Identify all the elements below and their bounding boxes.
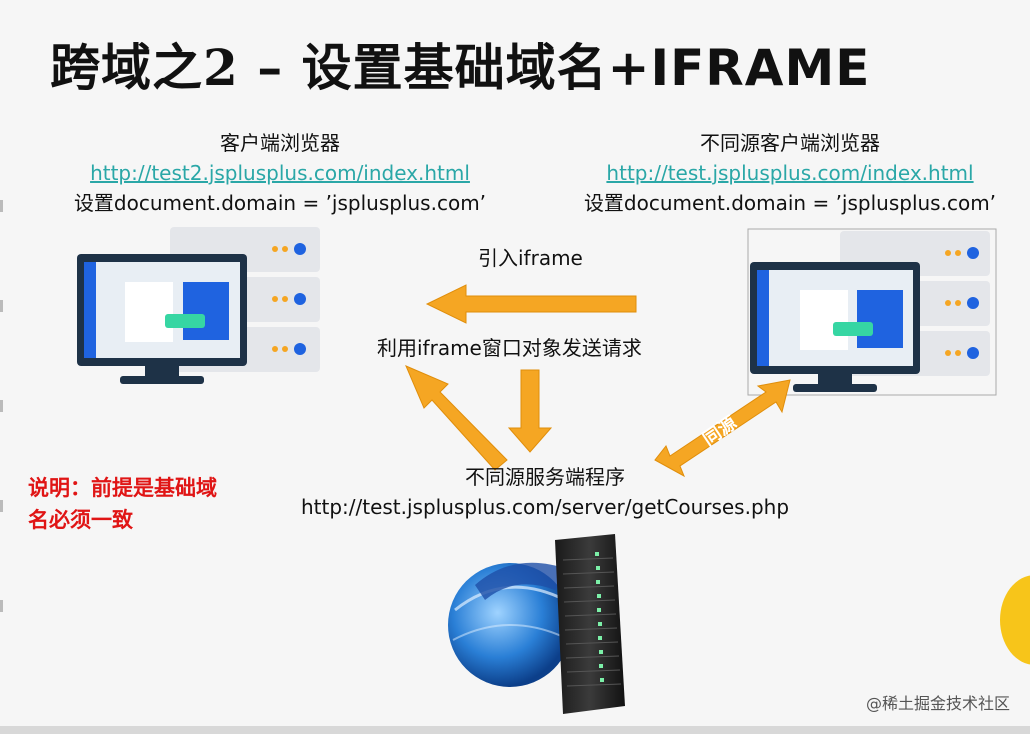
server-heading: 不同源服务端程序 [465, 465, 625, 489]
right-client-block: 不同源客户端浏览器 http://test.jsplusplus.com/ind… [570, 128, 1010, 218]
introduce-iframe-label: 引入iframe [478, 246, 583, 270]
server-tower-icon [555, 534, 625, 714]
monitor-icon [750, 262, 920, 392]
right-client-setting: 设置document.domain = ’jsplusplus.com’ [583, 191, 997, 215]
introduce-iframe-arrow [425, 284, 637, 324]
title-prefix: 跨域之2 – 设置基础域名+ [50, 38, 651, 97]
right-client-url[interactable]: http://test.jsplusplus.com/index.html [606, 161, 974, 185]
right-client-heading: 不同源客户端浏览器 [700, 131, 880, 155]
left-client-url[interactable]: http://test2.jsplusplus.com/index.html [90, 161, 470, 185]
down-arrow [507, 369, 553, 453]
same-origin-double-arrow [654, 379, 791, 478]
note-line-1: 说明：前提是基础域 [28, 476, 217, 500]
selection-frame [747, 228, 997, 396]
left-client-block: 客户端浏览器 http://test2.jsplusplus.com/index… [60, 128, 500, 218]
note-block: 说明：前提是基础域 名必须一致 [28, 472, 217, 536]
server-globe-illustration [448, 534, 625, 714]
globe-icon [448, 562, 572, 687]
send-request-label: 利用iframe窗口对象发送请求 [377, 336, 642, 360]
bottom-bar [0, 726, 1030, 734]
note-line-2: 名必须一致 [28, 508, 133, 532]
page-title: 跨域之2 – 设置基础域名+IFRAME [50, 28, 870, 100]
watermark: @稀土掘金技术社区 [865, 694, 1010, 713]
request-up-left-arrow [405, 365, 508, 471]
title-suffix: IFRAME [650, 39, 871, 97]
left-client-setting: 设置document.domain = ’jsplusplus.com’ [73, 191, 487, 215]
left-computer-illustration [77, 227, 320, 384]
left-client-heading: 客户端浏览器 [220, 131, 340, 155]
server-block: 不同源服务端程序 http://test.jsplusplus.com/serv… [300, 462, 790, 522]
server-url: http://test.jsplusplus.com/server/getCou… [300, 495, 790, 519]
right-computer-illustration [747, 228, 997, 396]
monitor-icon [77, 254, 247, 384]
